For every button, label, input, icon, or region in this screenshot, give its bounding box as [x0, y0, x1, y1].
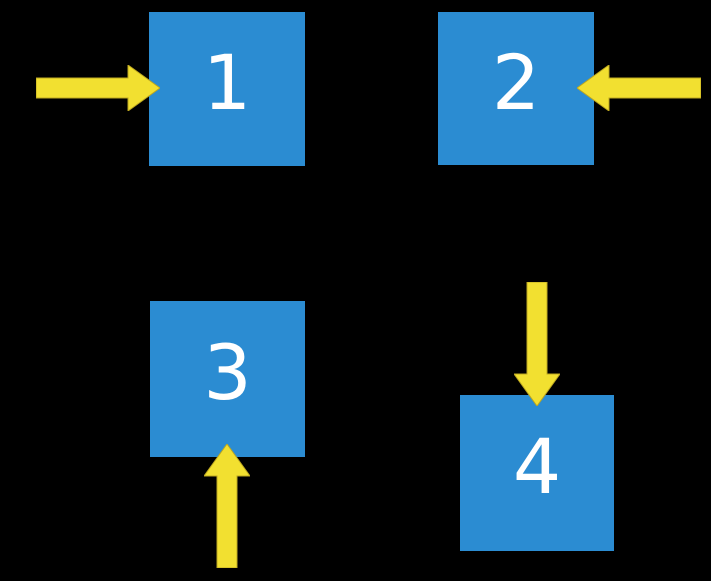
- numbered-square-1[interactable]: 1: [149, 12, 305, 166]
- numbered-square-2[interactable]: 2: [438, 12, 594, 165]
- arrow-right-icon: [36, 65, 160, 111]
- arrow-up-icon: [204, 444, 250, 568]
- numbered-square-3[interactable]: 3: [150, 301, 305, 457]
- numbered-square-4[interactable]: 4: [460, 395, 614, 551]
- square-number: 2: [491, 37, 541, 127]
- square-number: 3: [203, 328, 252, 417]
- square-number: 4: [512, 422, 562, 511]
- arrow-left-icon: [577, 65, 701, 111]
- square-number: 1: [202, 38, 252, 127]
- arrow-down-icon: [514, 282, 560, 406]
